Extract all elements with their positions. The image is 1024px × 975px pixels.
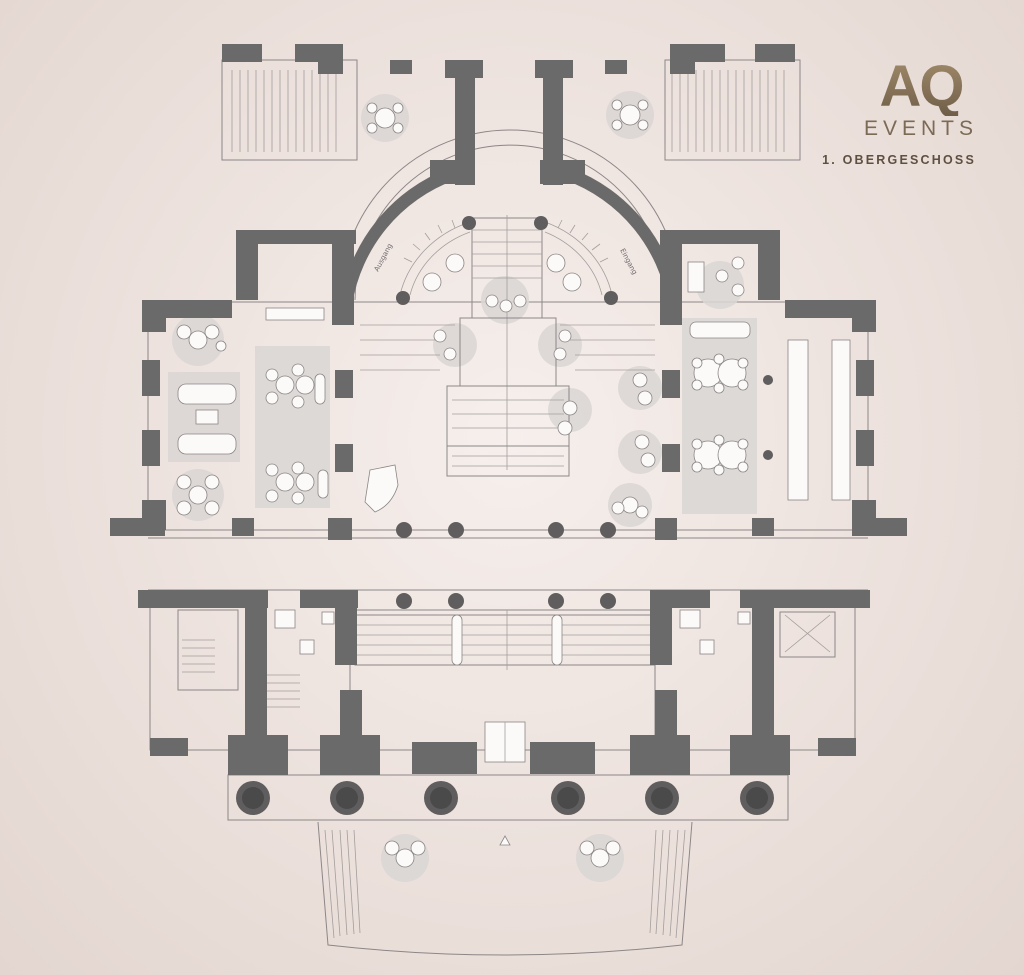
furniture — [176, 99, 851, 868]
side-stairwells — [177, 609, 836, 708]
terrace-columns — [236, 781, 774, 815]
floor-label: 1. OBERGESCHOSS — [822, 153, 976, 167]
walls — [110, 44, 907, 775]
brand-mark: AQ — [864, 58, 978, 116]
stair-label-entry: Eingang — [618, 247, 638, 276]
stair-labels: Ausgang Eingang — [373, 242, 639, 276]
brand-subtitle: EVENTS — [863, 117, 978, 140]
stair-label-exit: Ausgang — [373, 242, 394, 273]
wing-stairs — [231, 70, 785, 152]
right-banquet — [689, 321, 751, 476]
columns — [236, 216, 774, 815]
lower-stair — [354, 610, 656, 670]
brand-logo: AQ EVENTS — [864, 58, 978, 140]
